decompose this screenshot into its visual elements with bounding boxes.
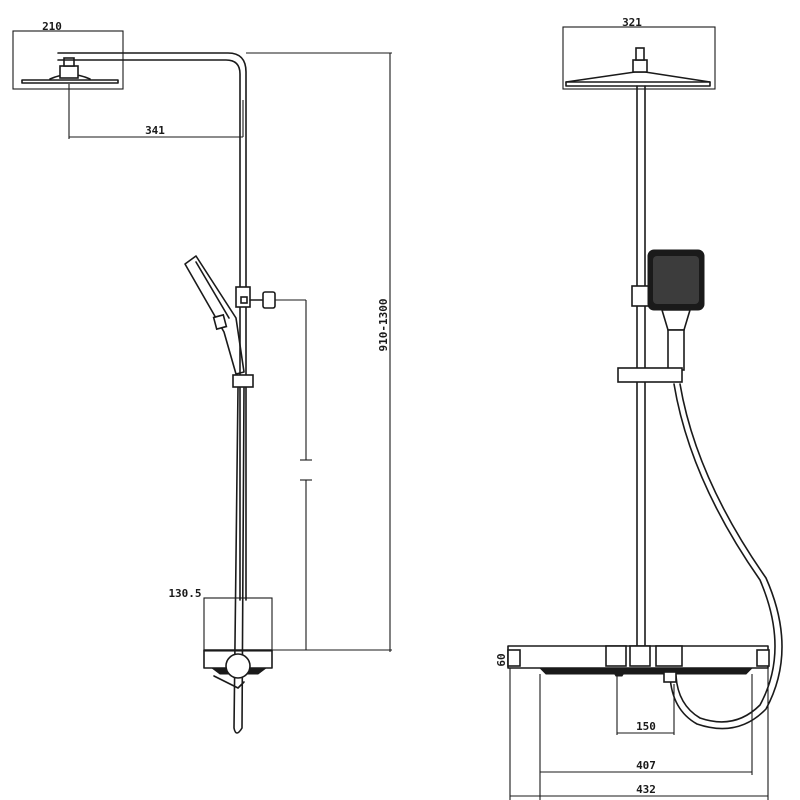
side-wall-line: [300, 300, 312, 650]
side-hose-holder: [232, 374, 254, 388]
front-mixer-control-2: [629, 645, 651, 667]
front-mixer-outlet: [611, 669, 627, 677]
dim-front-overall-lines: [509, 668, 769, 800]
front-hand-shower-nozzles: [653, 256, 699, 304]
front-mixer-left-cap: [507, 649, 521, 667]
side-hand-shower-body: [184, 255, 245, 375]
front-mixer-right-cap: [756, 649, 770, 667]
front-mixer-control-3: [655, 645, 683, 667]
side-head-plate: [21, 79, 119, 84]
front-hose-holder: [617, 367, 683, 383]
side-riser-pipe: [57, 52, 247, 601]
dim-front-bar-length: 407: [636, 759, 656, 772]
side-mixer-body: [203, 649, 273, 669]
front-mixer-control-1: [605, 645, 627, 667]
side-head-joint: [63, 57, 75, 67]
front-head-taper: [565, 71, 711, 83]
dim-front-inlet-spacing: 150: [636, 720, 656, 733]
side-hand-shower-face: [195, 261, 230, 319]
dim-front-overall-width: 432: [636, 783, 656, 796]
side-arm-outer: [57, 52, 247, 601]
dim-side-head-width: 210: [42, 20, 62, 33]
dim-side-height-lines: [246, 52, 392, 652]
side-bracket-screw: [240, 296, 248, 304]
dim-side-height-range: 910-1300: [377, 299, 390, 352]
front-hose-inner: [669, 383, 783, 730]
side-hand-shower: [184, 255, 245, 375]
side-mixer: [203, 597, 273, 689]
side-mixer-knob: [225, 653, 251, 679]
front-overhead-shower: [562, 26, 716, 90]
side-arm-inner: [57, 59, 241, 601]
front-hand-shower: [647, 249, 705, 371]
side-slide-bracket: [235, 286, 306, 309]
side-overhead-shower: [12, 30, 124, 90]
side-mixer-outline: [203, 597, 273, 652]
dim-front-mixer-height: 60: [495, 653, 508, 666]
front-mixer: [507, 645, 770, 683]
side-wall-anchor: [262, 291, 276, 309]
front-head-bounding-box: [562, 26, 716, 90]
dim-front-bar-lines: [539, 674, 753, 800]
side-view: 210 341 910-1300: [12, 20, 392, 734]
dim-front-inlet-lines: [616, 676, 675, 735]
side-head-connector: [59, 65, 79, 79]
side-hand-shower-button: [212, 313, 228, 331]
front-mixer-hose-connector: [663, 671, 677, 683]
dim-side-mixer-depth: 130.5: [168, 587, 201, 600]
side-hose: [233, 387, 245, 734]
front-hand-shower-handle: [667, 329, 685, 371]
dim-front-head-width: 321: [622, 16, 642, 29]
front-riser-pipe: [636, 85, 646, 646]
front-hose-outer: [673, 383, 776, 723]
front-slide-bracket: [631, 285, 651, 307]
front-mixer-shadow: [538, 667, 754, 675]
dim-side-arm-reach: 341: [145, 124, 165, 137]
front-head-connector: [632, 59, 648, 73]
front-head-plate: [565, 81, 711, 87]
dim-side-arm-reach-lines: [68, 84, 244, 139]
front-view: 321 6: [495, 16, 783, 800]
front-hand-shower-neck: [660, 309, 692, 331]
front-head-joint: [635, 47, 645, 61]
side-mixer-spout: [213, 675, 245, 689]
